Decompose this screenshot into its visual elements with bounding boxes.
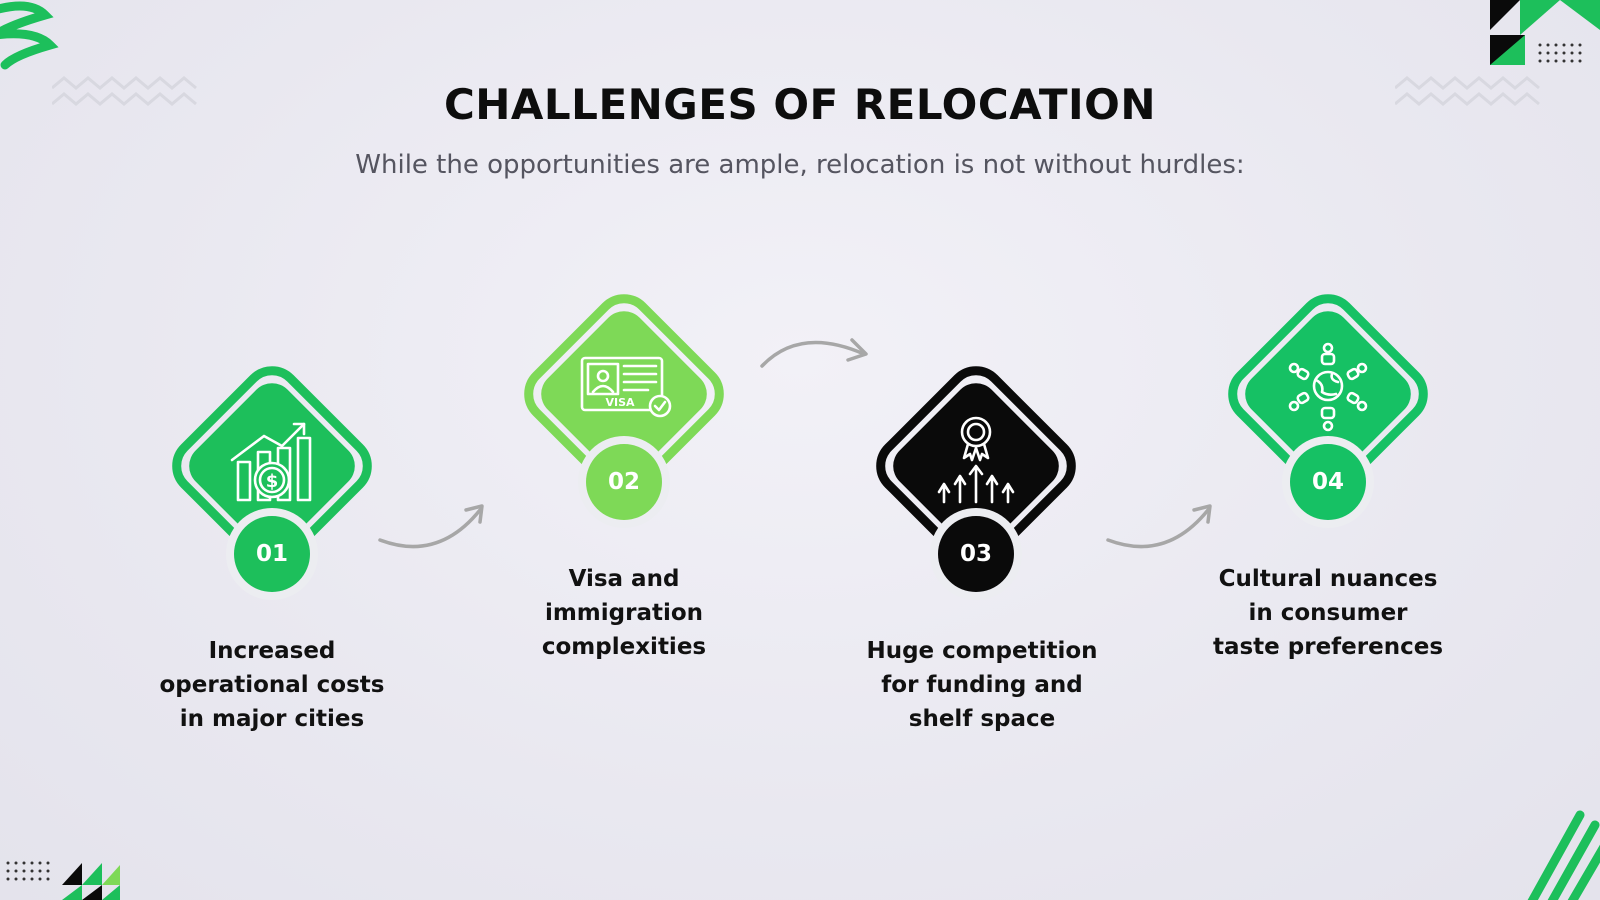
step-2-diamond: [524, 294, 724, 494]
award-arrows-icon: [937, 416, 1015, 504]
page-title: CHALLENGES OF RELOCATION: [443, 80, 1157, 129]
arrow-3-to-4: [1106, 504, 1212, 549]
step-2-number-badge: 02: [586, 444, 662, 520]
visa-card-icon: VISA: [580, 356, 672, 418]
step-3: 03: [856, 346, 1096, 592]
growth-chart-dollar-icon: $: [230, 422, 312, 502]
step-1: $ 01: [152, 346, 392, 592]
svg-text:$: $: [266, 471, 279, 492]
corner-brush-top-left: [0, 1, 59, 70]
step-4: 04: [1208, 274, 1448, 520]
corner-triangles-bottom-left: [6, 861, 120, 900]
step-4-caption: Cultural nuances in consumer taste prefe…: [1212, 566, 1444, 660]
visa-label: VISA: [605, 396, 635, 409]
arrow-1-to-2: [378, 504, 484, 549]
step-2-caption: Visa and immigration complexities: [541, 566, 707, 660]
step-2: VISA 02: [504, 274, 744, 520]
zigzag-pattern-right: [1395, 76, 1540, 106]
step-1-caption: Increased operational costs in major cit…: [159, 638, 385, 732]
step-1-number-badge: 01: [234, 516, 310, 592]
arrow-2-to-3: [760, 338, 868, 368]
global-network-icon: [1288, 342, 1368, 432]
page-subtitle: While the opportunities are ample, reloc…: [355, 150, 1245, 180]
corner-triangles-top-right: [1490, 0, 1600, 65]
zigzag-pattern-left: [52, 76, 197, 106]
step-3-caption: Huge competition for funding and shelf s…: [866, 638, 1098, 732]
step-4-number-badge: 04: [1290, 444, 1366, 520]
corner-brush-bottom-right: [1527, 810, 1600, 900]
step-3-number-badge: 03: [938, 516, 1014, 592]
